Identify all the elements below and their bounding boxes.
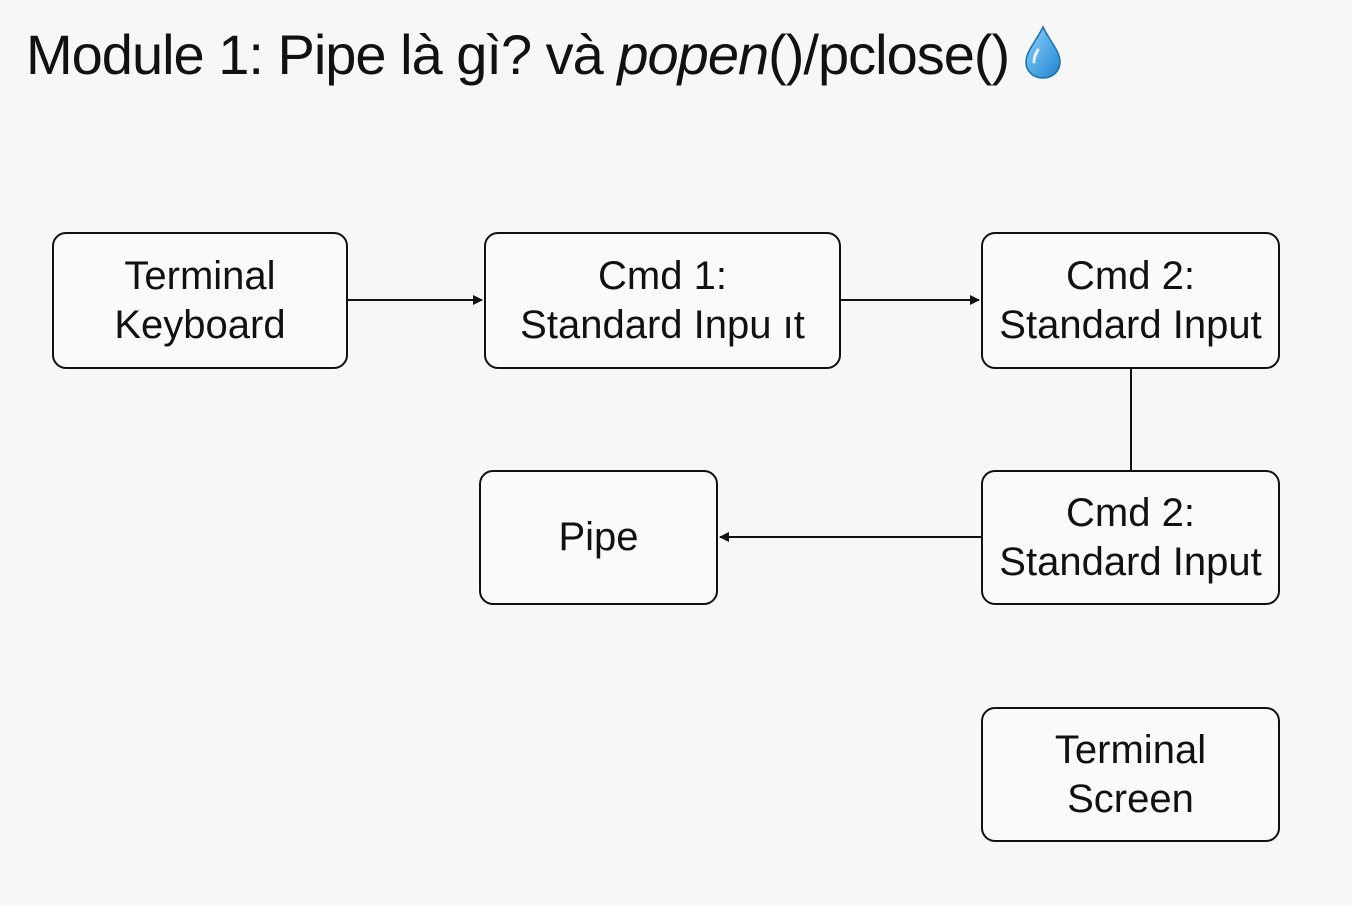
node-pipe: Pipe <box>479 470 718 605</box>
water-drop-icon <box>1025 25 1061 79</box>
title-suffix: ()/pclose() <box>768 23 1010 86</box>
node-terminal-keyboard: Terminal Keyboard <box>52 232 348 369</box>
page-title: Module 1: Pipe là gì? và popen()/pclose(… <box>26 22 1063 88</box>
node-cmd2-standard-input-bottom: Cmd 2: Standard Input <box>981 470 1280 605</box>
title-italic: popen <box>617 23 769 86</box>
node-cmd1-standard-input: Cmd 1: Standard Inpu ıt <box>484 232 841 369</box>
node-terminal-screen: Terminal Screen <box>981 707 1280 842</box>
title-prefix: Module 1: Pipe là gì? và <box>26 23 618 86</box>
node-cmd2-standard-input-top: Cmd 2: Standard Input <box>981 232 1280 369</box>
